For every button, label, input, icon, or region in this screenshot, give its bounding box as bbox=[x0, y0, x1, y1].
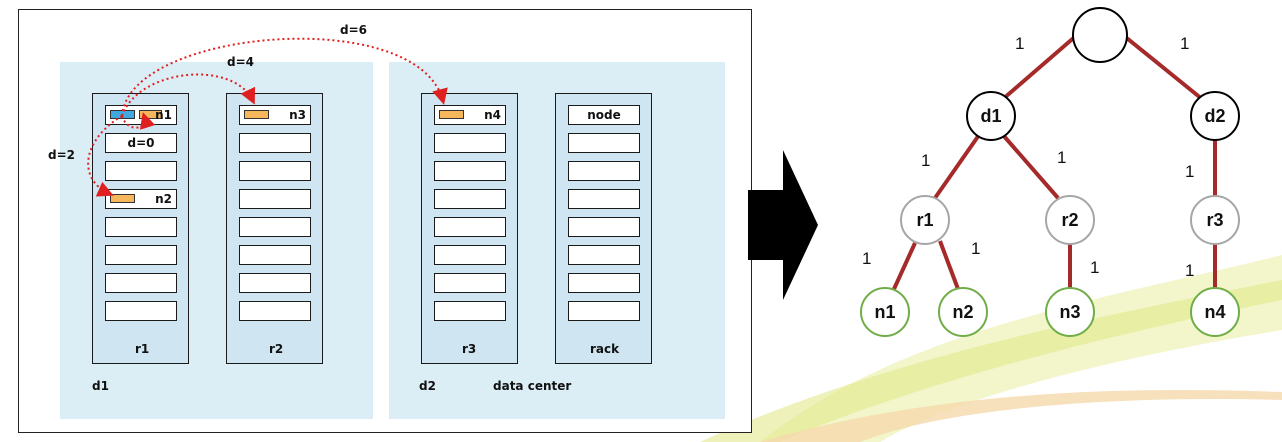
edge-d1-r2 bbox=[1001, 133, 1060, 200]
tree-node-n4 bbox=[1190, 287, 1240, 337]
rack-legend: node rack bbox=[555, 93, 652, 364]
node-slot bbox=[568, 161, 640, 181]
node-slot bbox=[105, 217, 177, 237]
edge-root-d2 bbox=[1121, 33, 1204, 101]
node-n4: n4 bbox=[434, 105, 506, 125]
node-slot bbox=[434, 301, 506, 321]
node-slot bbox=[239, 189, 311, 209]
node-slot bbox=[568, 133, 640, 153]
node-slot bbox=[105, 301, 177, 321]
node-label: n3 bbox=[289, 108, 306, 122]
node-slot bbox=[434, 189, 506, 209]
node-slot bbox=[434, 217, 506, 237]
distance-arrows: d=6 d=4 d=2 bbox=[48, 23, 448, 197]
data-block bbox=[439, 110, 464, 119]
node-label: n2 bbox=[155, 192, 172, 206]
tree-node-label: n3 bbox=[1059, 302, 1080, 322]
node-slot bbox=[239, 217, 311, 237]
distance-label-d6: d=6 bbox=[340, 23, 367, 37]
tree-node-label: d2 bbox=[1204, 106, 1225, 126]
edge-weight: 1 bbox=[1057, 148, 1066, 167]
edge-weight: 1 bbox=[862, 249, 871, 268]
tree-node-label: n1 bbox=[874, 302, 895, 322]
datacenter-label: d1 bbox=[92, 379, 109, 393]
tree-node-label: r3 bbox=[1206, 210, 1223, 230]
edge-weight: 1 bbox=[971, 239, 980, 258]
distance-label-d0: d=0 bbox=[127, 136, 155, 150]
distance-label-d4: d=4 bbox=[227, 55, 254, 69]
data-block bbox=[110, 194, 135, 203]
edge-weight: 1 bbox=[1180, 34, 1189, 53]
tree-node-n2 bbox=[938, 287, 988, 337]
node-slot: d=0 bbox=[105, 133, 177, 153]
tree-edges bbox=[892, 33, 1217, 290]
edge-weight: 1 bbox=[1185, 261, 1194, 280]
node-slot bbox=[568, 217, 640, 237]
edge-weight: 1 bbox=[1015, 34, 1024, 53]
arrow-d2 bbox=[87, 115, 123, 197]
node-n2: n2 bbox=[105, 189, 177, 209]
node-slot bbox=[434, 273, 506, 293]
edge-r1-n2 bbox=[938, 240, 960, 290]
rack-label: rack bbox=[590, 342, 620, 356]
tree-node-label: n4 bbox=[1204, 302, 1225, 322]
node-label: n1 bbox=[155, 108, 172, 122]
data-block bbox=[244, 110, 269, 119]
node-slot bbox=[434, 161, 506, 181]
node-slot bbox=[568, 245, 640, 265]
edge-d1-r1 bbox=[933, 133, 981, 200]
tree-node-label: r2 bbox=[1061, 210, 1078, 230]
tree-root-node bbox=[1072, 7, 1128, 63]
node-label: n4 bbox=[484, 108, 501, 122]
node-slot bbox=[239, 161, 311, 181]
tree-node-n1 bbox=[860, 287, 910, 337]
rack-r3: n4 r3 bbox=[421, 93, 518, 364]
node-slot bbox=[239, 245, 311, 265]
node-legend-label: node bbox=[587, 108, 621, 122]
node-slot bbox=[434, 133, 506, 153]
distance-label-d2: d=2 bbox=[48, 148, 75, 162]
arrow-d0 bbox=[121, 112, 156, 130]
tree-node-r2 bbox=[1045, 195, 1095, 245]
node-slot bbox=[568, 301, 640, 321]
node-slot bbox=[239, 301, 311, 321]
node-slot bbox=[568, 189, 640, 209]
node-legend: node bbox=[568, 105, 640, 125]
edge-r1-n1 bbox=[892, 242, 917, 290]
tree-node-label: r1 bbox=[916, 210, 933, 230]
node-slot bbox=[568, 273, 640, 293]
node-slot bbox=[105, 245, 177, 265]
edge-root-d1 bbox=[1001, 33, 1079, 101]
node-slot bbox=[105, 273, 177, 293]
tree-node-r3 bbox=[1190, 195, 1240, 245]
network-topology-diagram: d1 d2 data center n1 d=0 n2 r1 n3 bbox=[18, 9, 752, 433]
datacenter-caption: data center bbox=[493, 379, 572, 393]
edge-weight: 1 bbox=[1090, 258, 1099, 277]
tree-node-d1 bbox=[966, 91, 1016, 141]
rack-r1: n1 d=0 n2 r1 bbox=[92, 93, 189, 364]
tree-node-n3 bbox=[1045, 287, 1095, 337]
node-slot bbox=[239, 133, 311, 153]
rack-label: r3 bbox=[462, 342, 477, 356]
node-slot bbox=[105, 161, 177, 181]
node-n3: n3 bbox=[239, 105, 311, 125]
node-slot bbox=[434, 245, 506, 265]
tree-node-label: n2 bbox=[952, 302, 973, 322]
edge-weight: 1 bbox=[921, 151, 930, 170]
edge-weight: 1 bbox=[1185, 162, 1194, 181]
tree-node-d2 bbox=[1190, 91, 1240, 141]
tree-node-label: d1 bbox=[980, 106, 1001, 126]
rack-r2: n3 r2 bbox=[226, 93, 323, 364]
tree-node-r1 bbox=[900, 195, 950, 245]
node-slot bbox=[239, 273, 311, 293]
rack-label: r2 bbox=[269, 342, 284, 356]
datacenter-label: d2 bbox=[419, 379, 436, 393]
transform-arrow bbox=[748, 150, 818, 300]
rack-label: r1 bbox=[135, 342, 150, 356]
